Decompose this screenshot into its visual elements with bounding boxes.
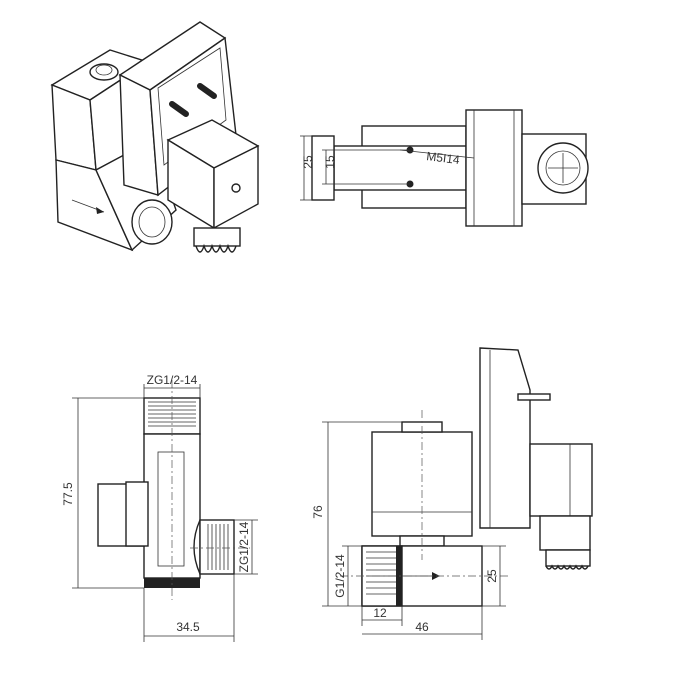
connector-grip-icon <box>195 243 237 253</box>
front-top-thread-lines-icon <box>148 401 196 427</box>
dim-34-5-label: 34.5 <box>176 620 200 634</box>
connector-body <box>193 227 241 247</box>
side-connector-neck <box>539 515 591 551</box>
top-nut-icon <box>89 63 119 81</box>
dim-port-thread-label: G1/2-14 <box>333 554 347 598</box>
thread-callout: M5I14 <box>426 149 461 167</box>
knob-left-icon <box>169 101 189 117</box>
front-view: ZG1/2-14 77.5 ZG1/2-14 34.5 <box>61 373 258 642</box>
dim-port-depth-label: 12 <box>373 606 387 620</box>
dim-46-label: 46 <box>415 620 429 634</box>
timer-panel <box>157 47 227 166</box>
dim-77-5-label: 77.5 <box>61 482 75 506</box>
flow-arrow-head-icon <box>96 207 104 214</box>
front-body-slot <box>157 451 185 567</box>
outlet-port-inner-icon <box>138 206 166 238</box>
top-view-connector-inner-icon <box>545 150 581 186</box>
isometric-view <box>50 21 260 253</box>
side-connector <box>529 443 593 517</box>
front-right-port-thread-icon <box>207 524 229 570</box>
side-view: 76 G1/2-14 25 12 46 <box>311 347 593 640</box>
side-connector-grip <box>545 549 591 567</box>
outlet-port-icon <box>131 199 173 245</box>
front-body <box>143 433 201 579</box>
top-nut-hole-icon <box>95 64 113 76</box>
top-view: M5I14 25 15 <box>300 109 589 227</box>
front-right-port <box>199 519 235 575</box>
coil-screw-icon <box>231 183 241 193</box>
dim-15-label: 15 <box>323 155 337 169</box>
front-left-boss-cap <box>125 481 149 547</box>
side-timer-housing <box>479 347 531 529</box>
dim-76-label: 76 <box>311 505 325 519</box>
dim-side-thread-label: ZG1/2-14 <box>237 521 251 572</box>
side-connector-grip-icon <box>545 564 589 570</box>
knob-right-icon <box>197 83 217 99</box>
side-timer-pin <box>517 393 551 401</box>
dim-top-thread-label: ZG1/2-14 <box>147 373 198 387</box>
dim-port-height-label: 25 <box>485 569 499 583</box>
dim-25-label: 25 <box>301 155 315 169</box>
